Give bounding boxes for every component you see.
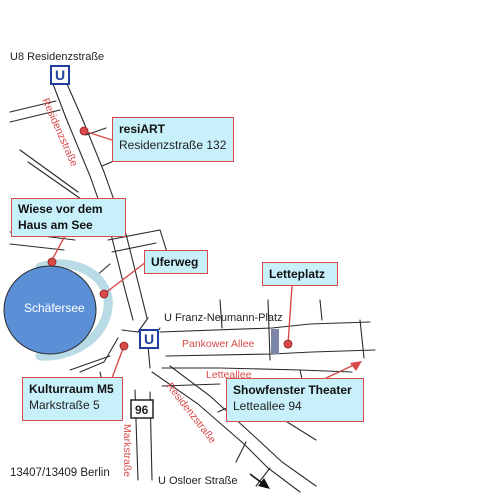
dot-wiese: [47, 257, 57, 267]
venue-address-showfenster: Letteallee 94: [233, 399, 302, 413]
venue-box-letteplatz[interactable]: Letteplatz: [262, 262, 338, 286]
venue-address-resiart: Residenzstraße 132: [119, 138, 227, 152]
dot-kulturraum: [119, 341, 129, 351]
venue-address-kulturraum: Markstraße 5: [29, 398, 100, 412]
dot-uferweg: [99, 289, 109, 299]
venue-box-uferweg[interactable]: Uferweg: [144, 250, 208, 274]
venue-box-resiart[interactable]: resiART Residenzstraße 132: [112, 117, 234, 162]
location-dots: [47, 126, 293, 351]
dot-letteplatz: [283, 339, 293, 349]
venue-title-wiese-line2: Haus am See: [18, 218, 93, 232]
venue-box-kulturraum[interactable]: Kulturraum M5 Markstraße 5: [22, 377, 123, 421]
svg-text:96: 96: [135, 403, 149, 417]
street-label-pankower: Pankower Allee: [182, 338, 255, 350]
venue-title-resiart: resiART: [119, 122, 166, 136]
letteplatz-plaza: [271, 329, 279, 354]
venue-box-wiese[interactable]: Wiese vor dem Haus am See: [11, 198, 126, 237]
dot-resiart: [79, 126, 89, 136]
osloer-arrowhead: [258, 478, 270, 489]
lake-shore-ring: [35, 259, 113, 361]
ubahn-marker-residenzstrasse: U: [50, 65, 70, 85]
pointer-arrowhead: [350, 361, 362, 371]
venue-box-showfenster[interactable]: Showfenster Theater Letteallee 94: [226, 378, 364, 422]
street-network: [9, 83, 376, 493]
street-label-markstrasse: Markstraße: [121, 424, 133, 477]
venue-title-kulturraum: Kulturraum M5: [29, 382, 114, 396]
road-number-shield: 96: [130, 399, 154, 419]
ubahn-marker-franz-neumann: U: [139, 329, 159, 349]
postal-code-label: 13407/13409 Berlin: [10, 467, 110, 479]
venue-title-wiese-line1: Wiese vor dem: [18, 202, 103, 216]
lake-label: Schäfersee: [24, 301, 85, 315]
svg-text:U: U: [55, 67, 65, 83]
street-label-residenz-north: Residenzstraße: [39, 96, 80, 168]
venue-title-uferweg: Uferweg: [151, 255, 199, 269]
street-label-residenz-south: Residenzstraße: [164, 380, 219, 445]
svg-text:U: U: [144, 331, 154, 347]
venue-title-letteplatz: Letteplatz: [269, 267, 326, 281]
station-label-franz-neumann: U Franz-Neumann-Platz: [164, 312, 283, 324]
station-label-osloer: U Osloer Straße: [158, 475, 237, 487]
station-label-residenzstrasse: U8 Residenzstraße: [10, 51, 104, 63]
venue-title-showfenster: Showfenster Theater: [233, 383, 352, 397]
lake-schaefersee: [3, 265, 97, 355]
